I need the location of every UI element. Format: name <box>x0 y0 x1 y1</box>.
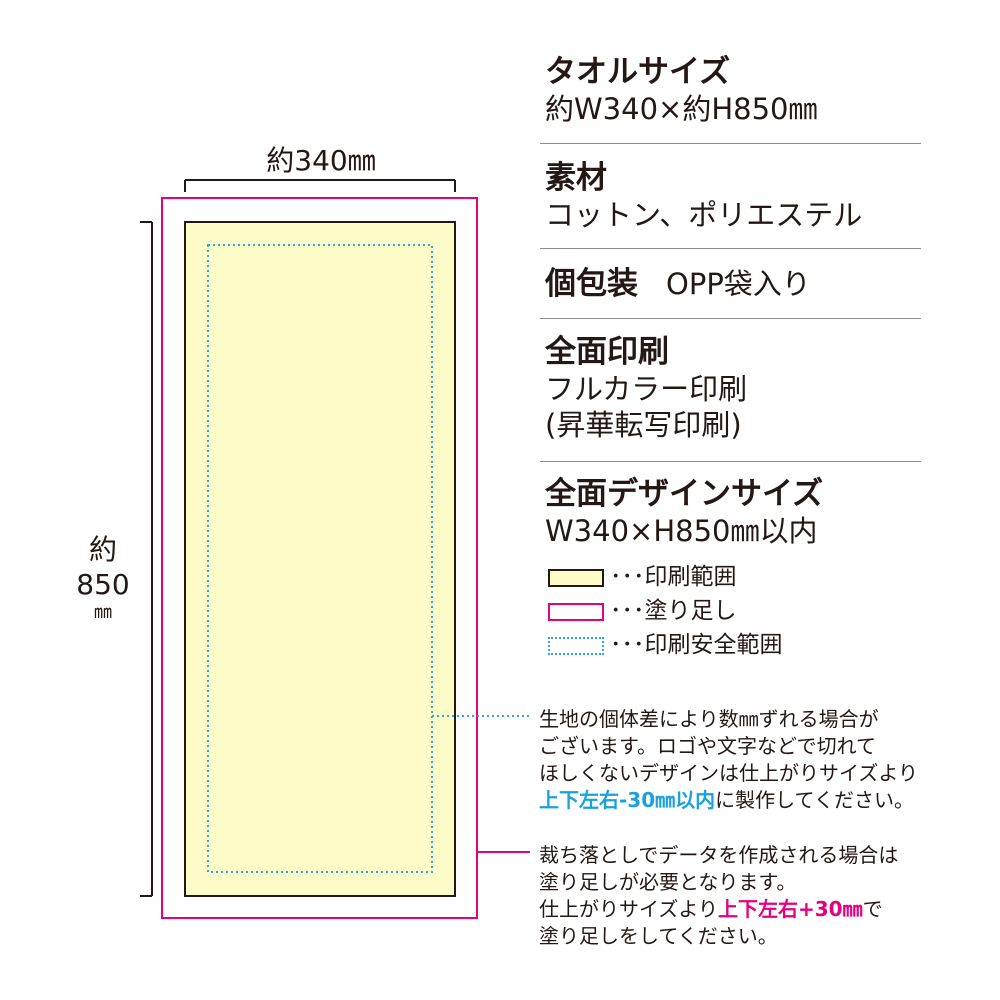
bleed-note-line: 裁ち落としでデータを作成される場合は <box>539 843 899 867</box>
spec-packaging-value: OPP袋入り <box>666 267 811 301</box>
safe-note-line: ございます。ロゴや文字などで切れて <box>539 734 876 758</box>
bleed-swatch <box>548 602 604 621</box>
legend-safe-area-label: ･･･印刷安全範囲 <box>610 632 783 658</box>
spec-packaging: 個包装 OPP袋入り <box>545 266 921 303</box>
spec-material: 素材 コットン、ポリエステル <box>545 160 921 233</box>
safe-note-line: 上下左右-30㎜以内に製作してください。 <box>539 787 918 814</box>
divider <box>540 318 921 319</box>
safe-note-line: 生地の個体差により数㎜ずれる場合が <box>539 707 879 731</box>
bleed-note: 裁ち落としでデータを作成される場合は 塗り足しが必要となります。 仕上がりサイズ… <box>539 842 898 950</box>
spec-material-value: コットン、ポリエステル <box>545 198 863 233</box>
spec-design-size-title: 全面デザインサイズ <box>545 476 824 512</box>
height-label: 約 850 ㎜ <box>68 532 138 625</box>
divider <box>540 248 921 249</box>
bleed-area <box>161 197 478 919</box>
bleed-note-line: 仕上がりサイズより上下左右+30㎜で <box>539 896 898 923</box>
spec-printing-value-2: (昇華転写印刷) <box>545 408 742 443</box>
spec-design-size-value: W340×H850㎜以内 <box>545 514 818 549</box>
safe-area-note: 生地の個体差により数㎜ずれる場合が ございます。ロゴや文字などで切れて ほしくな… <box>539 706 918 814</box>
spec-printing-value-1: フルカラー印刷 <box>545 372 748 407</box>
spec-packaging-title: 個包装 <box>545 266 638 302</box>
width-label: 約340㎜ <box>266 144 376 177</box>
bleed-note-line: 塗り足しをしてください。 <box>539 924 778 948</box>
spec-printing-title: 全面印刷 <box>545 334 669 370</box>
safe-area <box>207 244 433 873</box>
print-area <box>184 221 456 897</box>
safe-area-swatch <box>548 636 604 655</box>
legend-safe-area: ･･･印刷安全範囲 <box>548 634 783 657</box>
height-dimension-line <box>140 221 153 897</box>
print-area-swatch <box>548 568 604 587</box>
safe-note-line: ほしくないデザインは仕上がりサイズより <box>539 761 918 785</box>
spec-towel-size: タオルサイズ 約W340×約H850㎜ <box>545 54 921 127</box>
height-label-prefix: 約 <box>88 533 117 566</box>
width-dimension-line <box>184 179 456 192</box>
legend-bleed-label: ･･･塗り足し <box>610 598 737 624</box>
legend-print-area-label: ･･･印刷範囲 <box>610 564 737 590</box>
divider <box>540 143 921 144</box>
safe-note-rest: に製作してください。 <box>715 788 914 812</box>
spec-design-size: 全面デザインサイズ W340×H850㎜以内 <box>545 476 921 549</box>
spec-material-title: 素材 <box>545 160 607 196</box>
divider <box>540 461 921 462</box>
spec-towel-size-value: 約W340×約H850㎜ <box>545 92 818 127</box>
legend-print-area: ･･･印刷範囲 <box>548 566 737 589</box>
height-label-unit: ㎜ <box>94 602 112 623</box>
bleed-note-pre: 仕上がりサイズより <box>539 897 718 921</box>
bleed-note-line: 塗り足しが必要となります。 <box>539 870 797 894</box>
legend-bleed: ･･･塗り足し <box>548 600 737 623</box>
height-label-value: 850 <box>76 568 130 601</box>
bleed-note-highlight: 上下左右+30㎜ <box>718 897 863 921</box>
safe-note-highlight: 上下左右-30㎜以内 <box>539 788 716 812</box>
spec-towel-size-title: タオルサイズ <box>545 54 731 90</box>
bleed-note-post: で <box>862 897 883 921</box>
spec-printing: 全面印刷 フルカラー印刷 (昇華転写印刷) <box>545 334 921 444</box>
